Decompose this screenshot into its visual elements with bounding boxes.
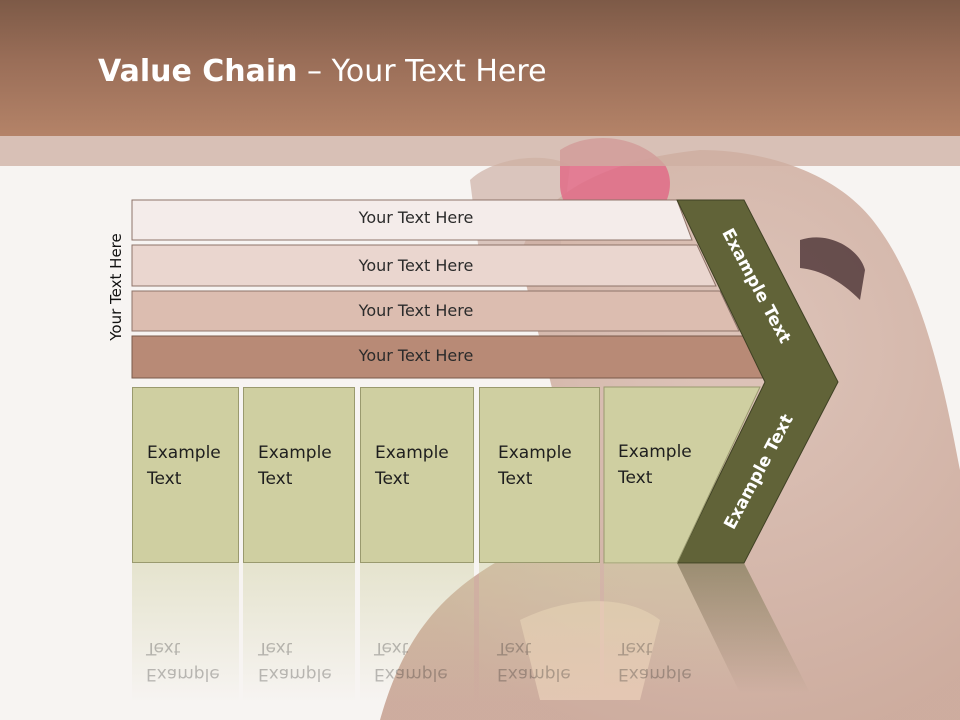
support-bar-3 [131, 290, 740, 332]
slide-title-bold: Value Chain [98, 54, 298, 89]
primary-cell-4-line1: Example [498, 443, 572, 463]
primary-cell-5-line1: Example [618, 442, 692, 462]
primary-cell-1-line1: Example [147, 443, 221, 463]
support-bar-1 [131, 199, 693, 241]
slide-title: Value Chain – Your Text Here [98, 54, 547, 89]
title-banner [0, 0, 960, 136]
primary-cell-4-line2: Text [498, 469, 533, 489]
support-bar-4-label: Your Text Here [358, 346, 474, 365]
support-bar-2 [131, 244, 717, 287]
primary-cell-5-line2: Text [618, 468, 653, 488]
primary-cell-3-line2: Text [375, 469, 410, 489]
primary-cell-1-line2: Text [147, 469, 182, 489]
slide-title-rest: – Your Text Here [297, 54, 547, 89]
primary-cell-3-line1: Example [375, 443, 449, 463]
primary-cell-2-line2: Text [258, 469, 293, 489]
primary-cell-2-line1: Example [258, 443, 332, 463]
support-bar-2-label: Your Text Here [358, 256, 474, 275]
support-bar-1-label: Your Text Here [358, 208, 474, 227]
title-band [0, 136, 960, 166]
support-bar-3-label: Your Text Here [358, 301, 474, 320]
